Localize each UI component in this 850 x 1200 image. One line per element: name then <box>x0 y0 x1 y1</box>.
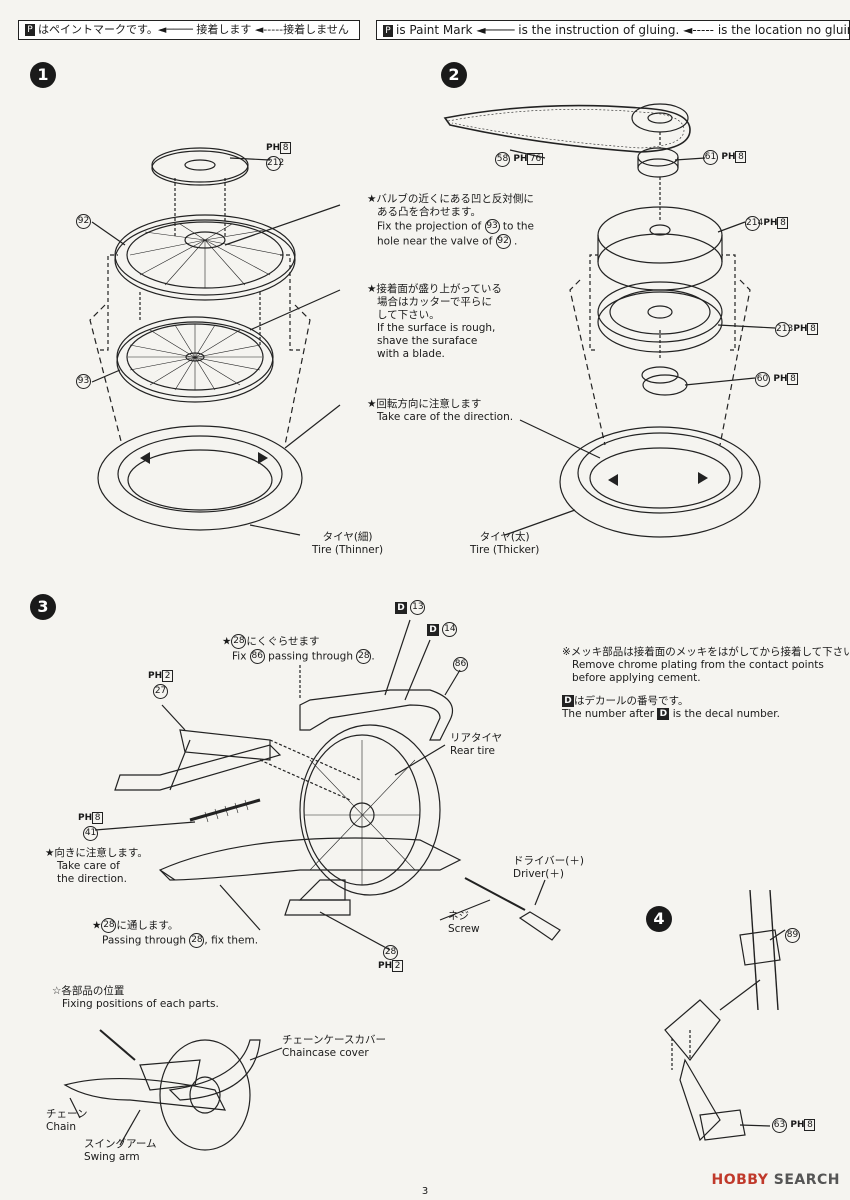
wheel-half-93 <box>116 316 274 403</box>
tire-thinner <box>97 425 303 531</box>
sprocket-hub-61 <box>637 147 679 178</box>
legend-en-text: is Paint Mark ◄──── is the instruction o… <box>396 23 850 37</box>
wheel-half-214 <box>597 206 723 291</box>
watermark-logo: HOBBY SEARCH <box>711 1172 840 1188</box>
rear-tire-label: リアタイヤ Rear tire <box>450 732 503 757</box>
decal-label-14: D 14 <box>427 622 458 637</box>
step-number-1: 1 <box>30 62 56 88</box>
position-diagram <box>63 1029 261 1151</box>
note-fix-projection: ★バルブの近くにある凹と反対側に ある凸を合わせます。 Fix the proj… <box>367 193 535 249</box>
swing-arm-label: スイングアーム Swing arm <box>84 1138 157 1163</box>
tire-thinner-label: タイヤ(細) Tire (Thinner) <box>312 531 384 556</box>
screw-label: ネジ Screw <box>448 910 480 935</box>
page-number: 3 <box>421 1186 429 1197</box>
step-number-4: 4 <box>646 906 672 932</box>
swingarm-assembly <box>114 689 561 941</box>
legend-jp-text: はペイントマークです。◄──── 接着します ◄-----接着しません <box>38 23 349 36</box>
chain-58 <box>443 103 691 153</box>
note-chrome-plating: ※メッキ部品は接着面のメッキをはがしてから接着して下さい。 Remove chr… <box>562 646 850 684</box>
front-fork-assembly <box>664 889 781 1142</box>
paint-mark-icon: P <box>25 24 35 36</box>
step-number-2: 2 <box>441 62 467 88</box>
part-label-86: 86 <box>453 657 468 672</box>
brake-disc-212 <box>151 147 249 186</box>
driver-label: ドライバー(＋) Driver(＋) <box>513 855 584 880</box>
tire-thicker-label: タイヤ(太) Tire (Thicker) <box>470 531 540 556</box>
tire-thicker <box>559 426 761 538</box>
positions-heading: ☆各部品の位置 Fixing positions of each parts. <box>52 985 219 1010</box>
note-direction-step1: ★回転方向に注意します Take care of the direction. <box>367 398 514 423</box>
decal-label-13: D 13 <box>395 600 426 615</box>
note-shave-surface: ★接着面が盛り上がっている 場合はカッターで平らに して下さい。 If the … <box>367 283 502 360</box>
hub-60 <box>641 366 688 396</box>
part-label-89: 89 <box>785 928 800 943</box>
note-direction-step3: ★向きに注意します。 Take care of the direction. <box>45 847 148 885</box>
chaincase-cover-label: チェーンケースカバー Chaincase cover <box>282 1034 386 1059</box>
part-label-92: 92 <box>76 214 91 229</box>
chain-label: チェーン Chain <box>46 1108 88 1133</box>
paint-mark-icon: P <box>383 24 393 37</box>
part-number-212: 212 <box>266 155 284 171</box>
step-number-3: 3 <box>30 594 56 620</box>
wheel-half-92 <box>114 214 296 301</box>
part-label-93: 93 <box>76 374 91 389</box>
